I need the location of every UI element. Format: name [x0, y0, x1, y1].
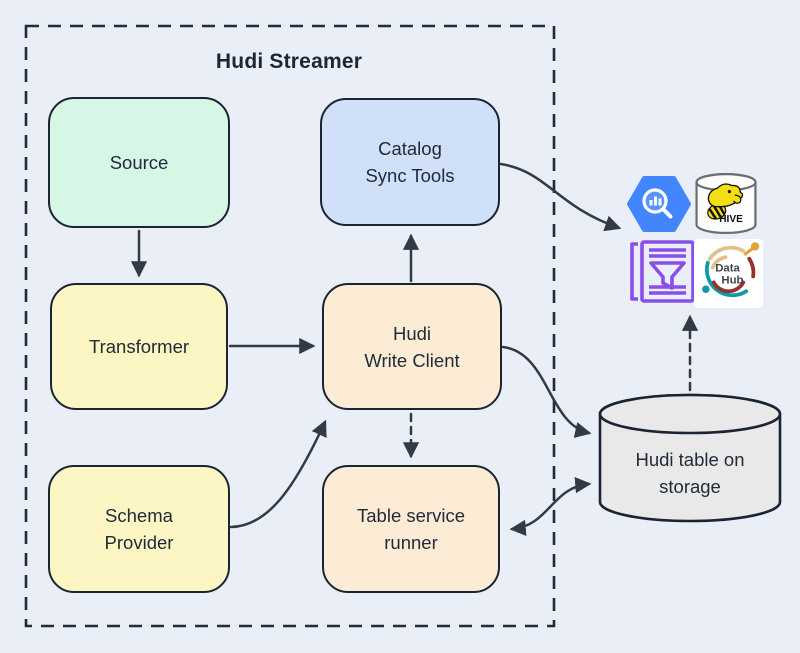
node-schema-provider: Schema Provider — [48, 465, 230, 593]
hive-icon: HIVE — [691, 169, 761, 238]
storage-cylinder-label: Hudi table on storage — [635, 449, 745, 497]
glue-data-catalog-icon — [629, 238, 697, 305]
edge-schemaprovider-writeclient — [229, 419, 327, 529]
datahub-icon: Data Hub — [694, 239, 763, 308]
svg-text:HIVE: HIVE — [719, 214, 743, 225]
svg-text:Hub: Hub — [721, 274, 743, 286]
node-transformer-label: Transformer — [88, 336, 190, 357]
storage-cylinder — [598, 393, 782, 523]
node-table-service-runner-label: Table service runner — [357, 505, 465, 553]
node-hudi-write-client: Hudi Write Client — [322, 283, 502, 410]
edge-writeclient-storage — [501, 345, 592, 438]
node-schema-provider-label: Schema Provider — [104, 505, 174, 553]
node-catalog-sync-tools: Catalog Sync Tools — [320, 98, 500, 226]
svg-text:Data: Data — [715, 263, 740, 275]
node-table-service-runner: Table service runner — [322, 465, 500, 593]
edge-catalog-icons — [499, 162, 622, 232]
edge-tableservice-storage — [509, 477, 592, 536]
node-source: Source — [48, 97, 230, 228]
bigquery-icon — [627, 174, 691, 234]
diagram-title: Hudi Streamer — [215, 50, 363, 73]
node-hudi-write-client-label: Hudi Write Client — [364, 322, 460, 371]
node-transformer: Transformer — [50, 283, 228, 410]
node-source-label: Source — [109, 152, 169, 173]
node-catalog-sync-tools-label: Catalog Sync Tools — [365, 138, 455, 186]
